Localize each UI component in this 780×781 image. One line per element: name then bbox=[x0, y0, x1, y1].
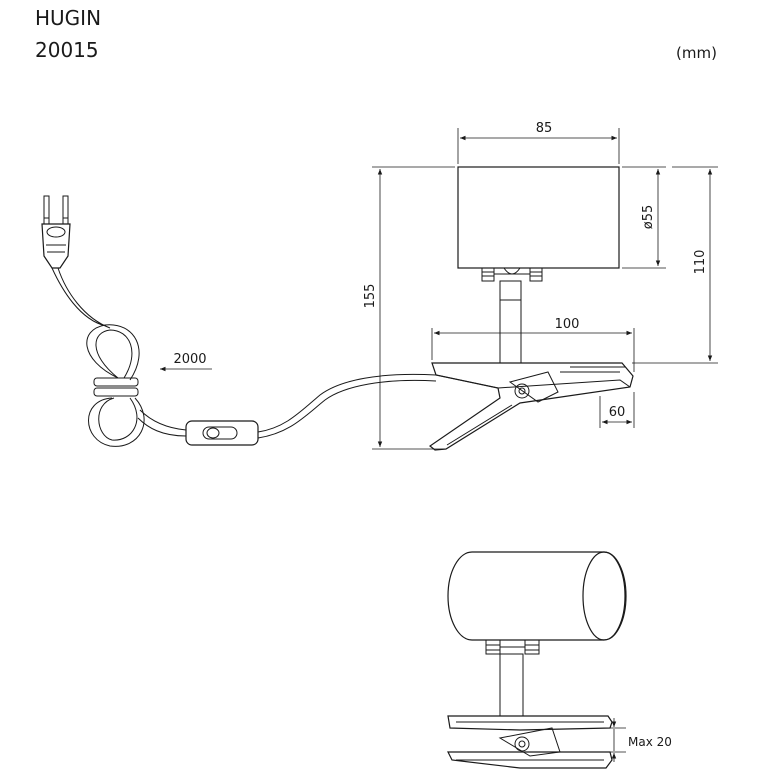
dimension-85 bbox=[457, 128, 620, 164]
dimension-max-20 bbox=[605, 718, 626, 762]
dimension-label-diameter: ø55 bbox=[641, 205, 656, 230]
dimension-60 bbox=[599, 392, 635, 428]
lamp-stem bbox=[499, 280, 522, 364]
euro-plug bbox=[41, 195, 71, 269]
units-label: (mm) bbox=[676, 44, 717, 62]
front-clip bbox=[447, 715, 613, 769]
cable-coil bbox=[86, 324, 145, 447]
front-stem bbox=[499, 653, 524, 717]
cylinder-shade bbox=[447, 551, 627, 641]
dimension-label-2000: 2000 bbox=[173, 352, 206, 367]
dimension-label-max-20: Max 20 bbox=[628, 735, 672, 749]
dimension-label-100: 100 bbox=[555, 317, 580, 332]
cable bbox=[257, 373, 437, 433]
clip bbox=[428, 362, 634, 451]
dimension-155 bbox=[372, 166, 455, 450]
lamp-shade bbox=[457, 166, 620, 269]
dimension-110 bbox=[632, 166, 718, 364]
inline-switch bbox=[185, 420, 259, 446]
dimension-label-60: 60 bbox=[609, 405, 626, 420]
dimension-label-85: 85 bbox=[536, 121, 553, 136]
dimension-label-155: 155 bbox=[363, 284, 378, 309]
product-code: 20015 bbox=[35, 38, 99, 62]
front-view: Max 20 bbox=[447, 551, 672, 769]
dimension-label-110: 110 bbox=[693, 250, 708, 275]
dimension-100 bbox=[431, 328, 635, 372]
front-mount-screws bbox=[485, 639, 540, 655]
dimension-diameter bbox=[622, 166, 666, 269]
mount-screws bbox=[481, 267, 543, 282]
product-name: HUGIN bbox=[35, 6, 102, 30]
plug-cable bbox=[51, 267, 111, 329]
side-view: 85 ø55 110 155 100 bbox=[41, 121, 718, 451]
